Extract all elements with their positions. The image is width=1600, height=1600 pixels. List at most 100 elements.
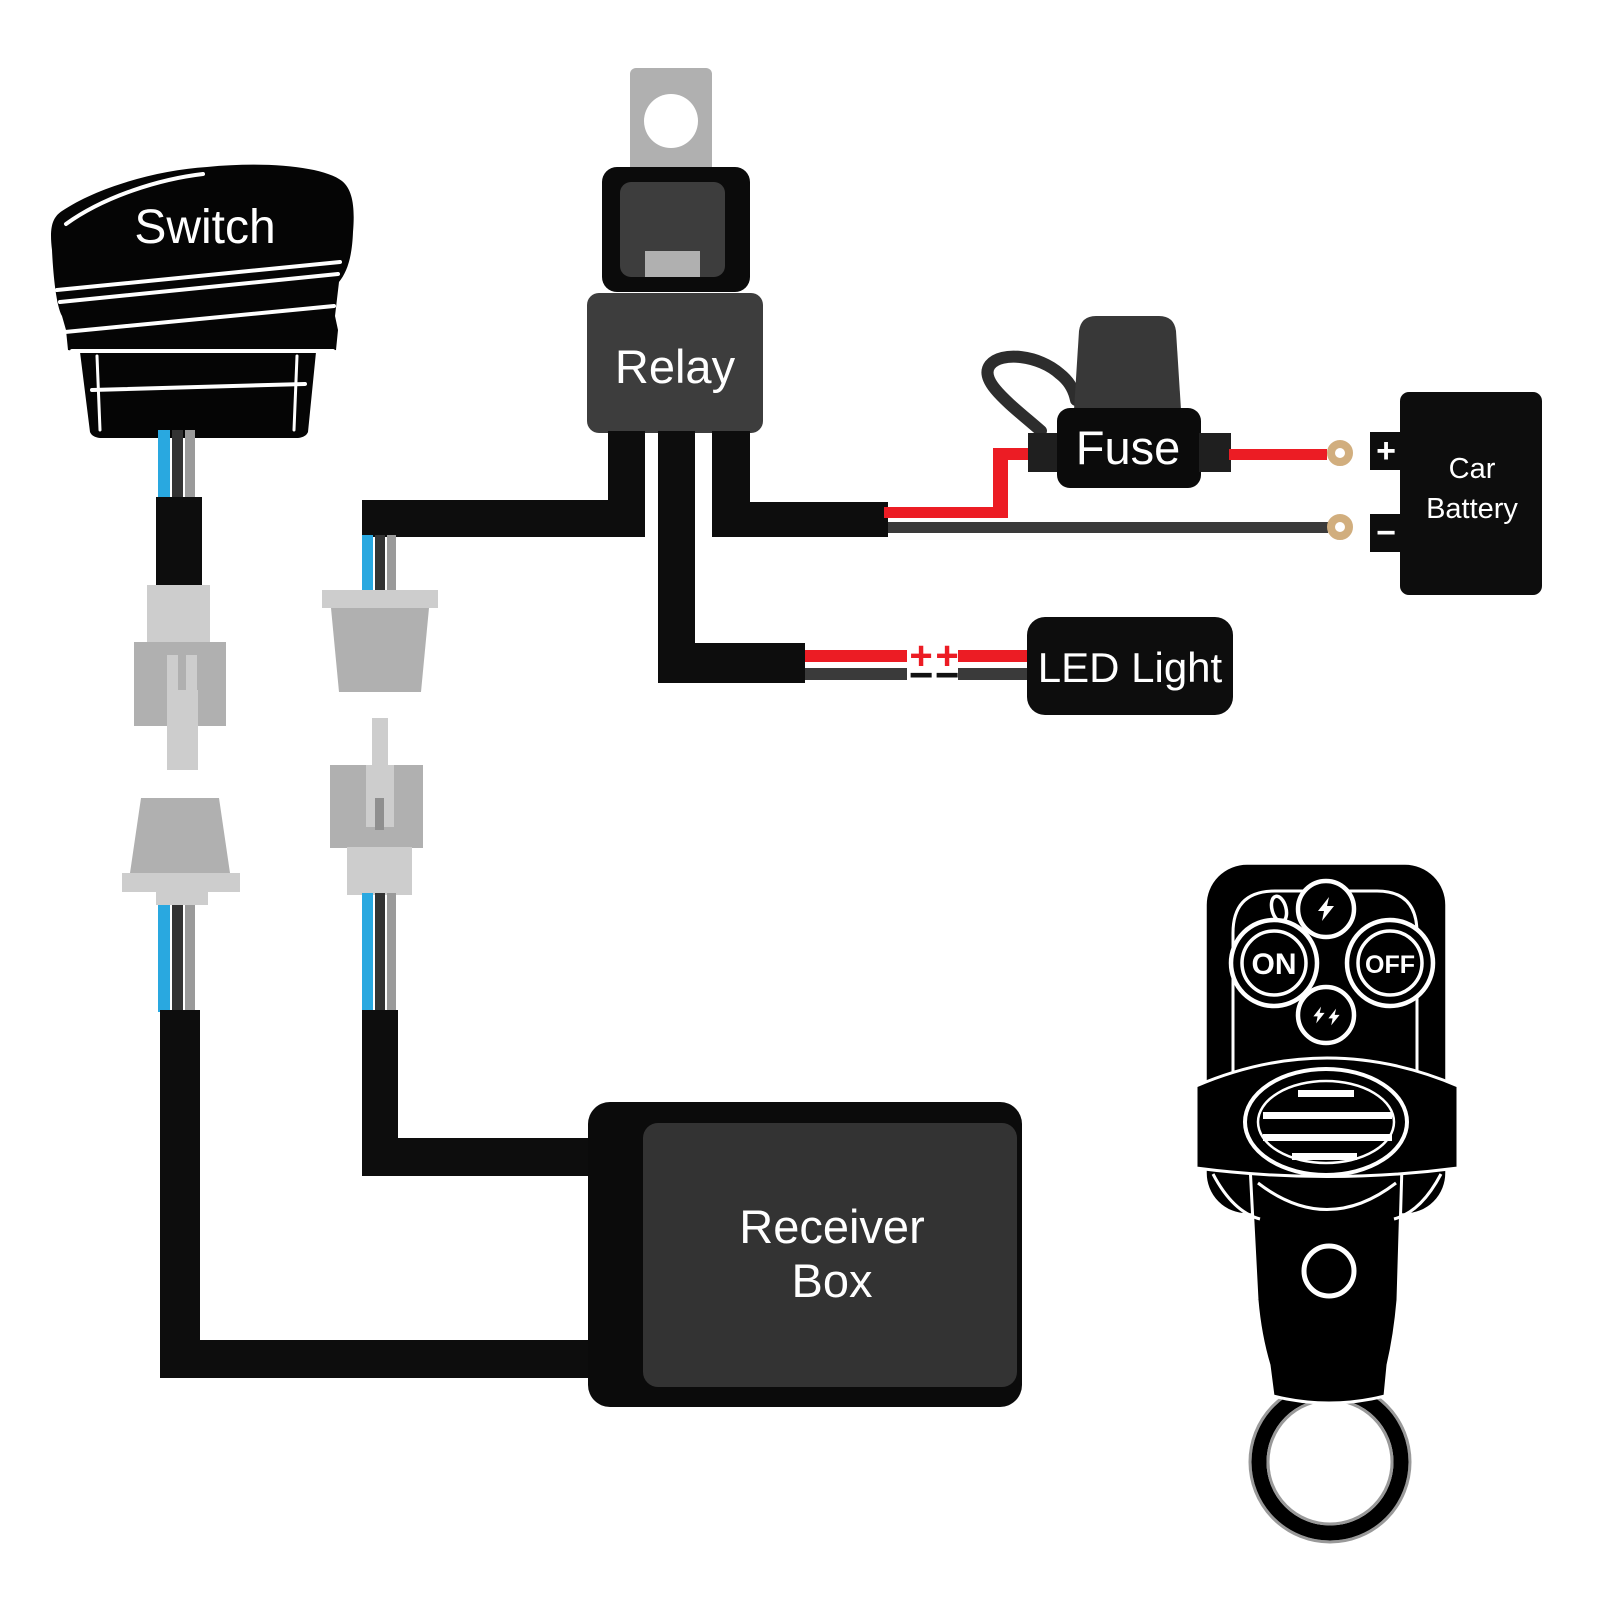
gray-wire-stripe bbox=[185, 905, 195, 1012]
remote-control: ON OFF bbox=[1194, 861, 1460, 1544]
fuse-terminal-left bbox=[1028, 433, 1060, 472]
led-light-box bbox=[1027, 617, 1233, 715]
ring-terminal-positive bbox=[1327, 440, 1353, 466]
battery-terminal-positive bbox=[1370, 432, 1402, 470]
speaker-grille bbox=[1243, 1067, 1409, 1177]
connector-cup bbox=[331, 608, 429, 692]
remote-on-button: ON bbox=[1228, 917, 1320, 1009]
switch-component: Switch bbox=[51, 164, 354, 438]
double-lightning-icon bbox=[1313, 1006, 1325, 1024]
relay-mount-hole bbox=[644, 94, 698, 148]
relay-wire-middle bbox=[658, 431, 805, 683]
off-button-inner-ring bbox=[1356, 929, 1424, 997]
shoulder-curve-right bbox=[1393, 1173, 1443, 1221]
remote-off-button: OFF bbox=[1344, 917, 1436, 1009]
on-button-inner-ring bbox=[1240, 929, 1308, 997]
connector-blade bbox=[372, 718, 388, 768]
battery-minus-mark: − bbox=[1376, 514, 1396, 552]
led-minus-mark-1: − bbox=[909, 651, 934, 698]
strobe-button-ring bbox=[1295, 984, 1357, 1046]
off-button-label: OFF bbox=[1365, 951, 1415, 979]
black-wire-to-receiver bbox=[362, 1010, 600, 1176]
receiver-label-line1: Receiver bbox=[739, 1200, 924, 1253]
gray-wire-stripe bbox=[185, 430, 195, 500]
red-wire-segment bbox=[993, 448, 1030, 460]
grille-inner-ellipse bbox=[1256, 1079, 1396, 1165]
switch-highlight-lines bbox=[55, 172, 342, 432]
connector-flange bbox=[322, 590, 438, 608]
fuse-loop-wire bbox=[981, 350, 1082, 437]
flash-button bbox=[1295, 878, 1357, 940]
lightning-icon bbox=[1318, 897, 1334, 921]
three-wire-stripe-segment bbox=[158, 430, 195, 500]
fuse-terminal-right bbox=[1199, 433, 1231, 472]
connector-slot bbox=[375, 798, 384, 830]
keyring bbox=[1248, 1380, 1412, 1544]
keyring-inner-edge bbox=[1266, 1398, 1394, 1526]
connector-boot bbox=[347, 847, 412, 895]
on-button-label: ON bbox=[1252, 948, 1297, 981]
led-minus-mark-2: − bbox=[935, 651, 960, 698]
connector-cup bbox=[130, 798, 230, 873]
three-wire-stripe-segment bbox=[362, 893, 396, 1012]
clamp-curve bbox=[1257, 1181, 1397, 1211]
battery-label-line1: Car bbox=[1449, 453, 1496, 485]
connector-tab bbox=[156, 892, 208, 905]
gray-wire-stripe bbox=[387, 893, 396, 1012]
switch-body-silhouette bbox=[51, 164, 354, 438]
switch-base-mid-line bbox=[90, 382, 307, 392]
blue-wire-stripe bbox=[362, 893, 373, 1012]
connector-flange bbox=[122, 873, 240, 892]
led-plus-mark-2: + bbox=[935, 634, 958, 678]
cable-sleeve bbox=[156, 497, 202, 585]
relay-body bbox=[587, 293, 763, 433]
switch-label: Switch bbox=[134, 201, 275, 254]
shoulder-curve-left bbox=[1211, 1173, 1261, 1221]
grille-bar bbox=[1263, 1134, 1392, 1141]
female-connector bbox=[322, 590, 438, 692]
relay-wire-right bbox=[712, 431, 888, 537]
strobe-button bbox=[1295, 984, 1357, 1046]
red-wire-jog bbox=[993, 450, 1008, 518]
battery-label-line2: Battery bbox=[1426, 493, 1518, 525]
switch-top-highlight bbox=[64, 172, 205, 226]
connector-pin-left bbox=[167, 655, 178, 691]
dark-wire-stripe bbox=[172, 430, 183, 500]
ring-terminal-negative bbox=[1327, 514, 1353, 540]
black-wire-to-receiver bbox=[160, 1010, 600, 1378]
receiver-inner-box bbox=[643, 1123, 1017, 1387]
switch-base-right-tick bbox=[292, 354, 299, 432]
three-wire-stripe-segment bbox=[158, 905, 195, 1012]
switch-cable bbox=[122, 430, 600, 1378]
male-connector bbox=[134, 585, 226, 770]
dark-wire-stripe bbox=[375, 893, 385, 1012]
double-lightning-icon bbox=[1328, 1008, 1340, 1026]
connector-blade bbox=[167, 690, 198, 770]
grille-outer-ellipse bbox=[1243, 1067, 1409, 1177]
fuse-cap bbox=[1074, 316, 1181, 410]
switch-rocker-line-2 bbox=[58, 272, 340, 304]
relay-top-notch bbox=[645, 251, 700, 277]
led-light-label: LED Light bbox=[1038, 644, 1223, 691]
fuse-body bbox=[1057, 408, 1201, 488]
gray-wire-segment bbox=[958, 668, 1030, 680]
keyring-hole bbox=[1301, 1243, 1357, 1299]
keyring-band bbox=[1251, 1383, 1409, 1541]
fuse-label: Fuse bbox=[1076, 421, 1181, 474]
led-plus-mark-1: + bbox=[909, 634, 932, 678]
red-wire-segment bbox=[958, 650, 1030, 662]
relay-wire-left bbox=[608, 431, 645, 537]
receiver-box-component: Receiver Box bbox=[588, 1102, 1022, 1407]
dark-wire-stripe bbox=[172, 905, 183, 1012]
battery-plus-mark: + bbox=[1376, 432, 1396, 470]
keyring-outer-edge bbox=[1248, 1380, 1412, 1544]
connector-boot bbox=[147, 585, 210, 642]
male-connector bbox=[330, 718, 423, 895]
red-wire-segment bbox=[805, 650, 907, 662]
relay-receiver-cable bbox=[322, 500, 642, 1176]
relay-label: Relay bbox=[615, 340, 736, 393]
gray-wire-segment bbox=[805, 668, 907, 680]
receiver-label-line2: Box bbox=[792, 1254, 873, 1307]
led-branch: + + − − LED Light bbox=[805, 617, 1233, 715]
